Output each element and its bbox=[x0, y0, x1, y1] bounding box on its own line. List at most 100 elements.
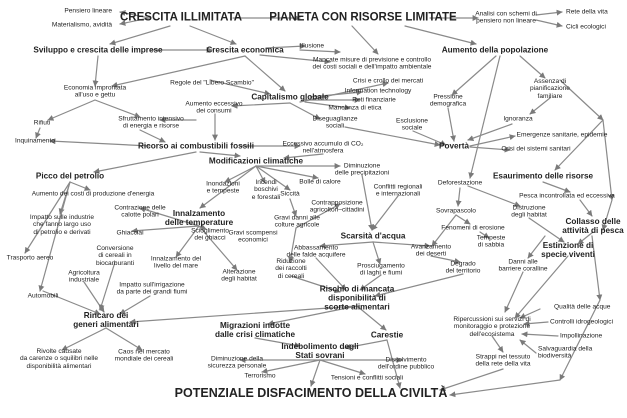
node-label-line: Automobili bbox=[27, 292, 59, 300]
node-label-line: Trasporto aereo bbox=[6, 254, 54, 262]
node-potenziale-disfacimento: POTENZIALE DISFACIMENTO DELLA CIVILTÀ bbox=[175, 386, 448, 400]
node-label-line: Diminuzione della bbox=[210, 355, 264, 363]
connector-arrow bbox=[469, 146, 511, 153]
node-pensiero-lineare: Pensiero lineare bbox=[64, 7, 112, 14]
connector-arrow bbox=[521, 331, 559, 338]
node-reti-finanziarie: Reti finanziarie bbox=[352, 96, 396, 103]
node-label-line: Bolle di calore bbox=[299, 178, 341, 186]
connector-arrow bbox=[198, 225, 238, 271]
node-label-line: Rincaro dei bbox=[83, 310, 129, 320]
node-label-line: pensiero non lineare bbox=[476, 18, 536, 25]
node-label-line: specie viventi bbox=[541, 250, 595, 259]
node-label-line: boschivi bbox=[254, 186, 278, 194]
node-label-line: degli habitat bbox=[221, 276, 257, 283]
node-label-line: Salvaguardia della bbox=[538, 345, 593, 353]
node-label-line: Economia improntata bbox=[63, 84, 127, 92]
node-label-line: Reti finanziarie bbox=[352, 96, 396, 104]
node-label-line: sicurezza personale bbox=[207, 363, 267, 370]
node-bolle-calore: Bolle di calore bbox=[299, 178, 340, 185]
connector-arrow bbox=[431, 214, 457, 247]
connector-arrow bbox=[209, 79, 271, 96]
connector-arrow bbox=[467, 185, 521, 207]
node-label-line: Terrorismo bbox=[244, 372, 276, 380]
node-label-line: barriere coralline bbox=[498, 266, 548, 273]
node-label-line: Inquinamento bbox=[15, 137, 55, 145]
node-label-line: di sabbia bbox=[477, 242, 505, 249]
node-label-line: Carestie bbox=[370, 330, 404, 340]
node-label-line: Modificazioni climatiche bbox=[208, 156, 304, 166]
node-label-line: Degrado bbox=[450, 260, 476, 268]
node-label-line: demografica bbox=[429, 101, 467, 108]
node-label-line: Avanzamento bbox=[410, 243, 452, 251]
connector-arrow bbox=[542, 181, 571, 193]
node-pianeta-limitato: PIANETA CON RISORSE LIMITATE bbox=[269, 12, 456, 25]
node-label-line: Qualità delle acque bbox=[554, 303, 611, 311]
node-label-line: dalle crisi climatiche bbox=[214, 330, 296, 339]
node-label-line: Cicli ecologici bbox=[566, 23, 606, 31]
connector-arrow bbox=[299, 48, 341, 55]
node-sovrapascolo: Sovrapascolo bbox=[436, 207, 476, 214]
connector-arrow bbox=[449, 379, 561, 398]
connector-arrow bbox=[519, 308, 541, 319]
connector-arrow bbox=[344, 339, 388, 350]
node-label-line: Regole del "Libero Scambio" bbox=[170, 79, 254, 87]
connector-arrow bbox=[468, 55, 501, 179]
node-crisi-mercati: Crisi e crollo dei mercati bbox=[353, 77, 423, 84]
node-picco-petrolio: Picco del petrolio bbox=[36, 171, 104, 180]
connector-arrow bbox=[491, 335, 504, 353]
node-label-line: industriale bbox=[68, 277, 100, 284]
node-rifiuti: Rifiuti bbox=[34, 119, 51, 126]
node-label-line: dell'ecosistema bbox=[469, 330, 515, 338]
connector-arrow bbox=[447, 107, 456, 142]
connector-arrow bbox=[199, 165, 257, 209]
node-pesca-incontrollata: Pesca incontrollata ed eccessiva bbox=[519, 192, 615, 199]
node-label-line: Sviluppo e crescita delle imprese bbox=[33, 45, 163, 55]
node-label-line: Sovrapascolo bbox=[436, 207, 476, 215]
connector-arrow bbox=[289, 102, 321, 120]
connector-arrow bbox=[309, 359, 321, 387]
connector-arrow bbox=[259, 54, 331, 65]
connector-arrow bbox=[504, 271, 524, 313]
node-label-line: Incendi bbox=[255, 178, 277, 186]
node-label-line: delle precipitazioni bbox=[334, 170, 390, 177]
node-label-line: Siccità bbox=[280, 190, 300, 198]
connector-arrow bbox=[371, 195, 399, 231]
node-emergenze-sanitarie: Emergenze sanitarie, epidemie bbox=[517, 131, 608, 138]
node-label-line: Impatto sulle industrie bbox=[29, 213, 95, 221]
connector-arrow bbox=[61, 327, 107, 351]
connector-arrow bbox=[119, 10, 150, 19]
node-label-line: Diminuzione bbox=[343, 162, 381, 170]
node-label-line: Emergenze sanitarie, epidemie bbox=[516, 131, 608, 139]
node-illusione: Illusione bbox=[300, 42, 324, 49]
node-label-line: dell'ordine pubblico bbox=[377, 364, 435, 371]
node-label-line: Innalzamento del bbox=[150, 255, 202, 263]
node-label-line: Contrazione delle bbox=[114, 204, 166, 212]
connector-arrow bbox=[98, 261, 116, 311]
connector-arrow bbox=[601, 199, 613, 231]
node-label-line: da carenze o squilibri nelle bbox=[19, 355, 99, 363]
node-label-line: Scioglimento bbox=[191, 227, 229, 235]
node-label-line: pianificazione bbox=[530, 85, 570, 93]
connector-arrow bbox=[386, 339, 402, 389]
connector-arrow bbox=[231, 102, 291, 109]
node-label-line: attività di pesca bbox=[562, 226, 624, 235]
node-scarsita-acqua: Scarsità d'acqua bbox=[341, 231, 406, 240]
connector-arrow bbox=[139, 129, 166, 143]
connector-arrow bbox=[109, 25, 171, 46]
connector-arrow bbox=[35, 127, 41, 139]
connector-arrow bbox=[319, 359, 366, 376]
